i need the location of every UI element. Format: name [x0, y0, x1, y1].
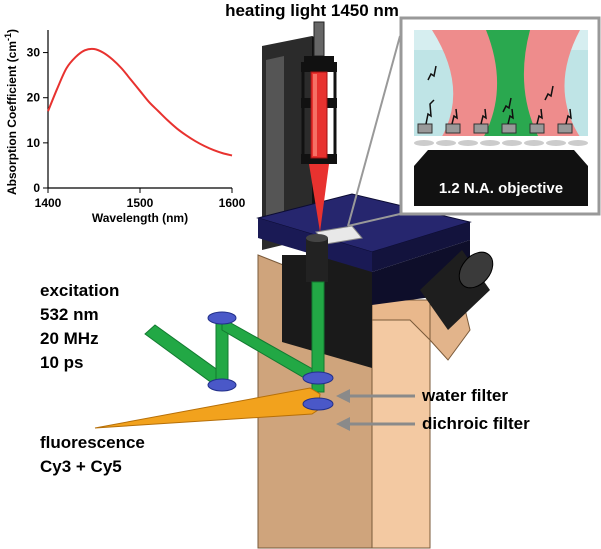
x-tick-label: 1500 — [127, 196, 154, 210]
excitation-title: excitation — [40, 281, 119, 300]
excitation-wavelength: 532 nm — [40, 305, 99, 324]
arrow-water-filter — [336, 389, 350, 403]
dichroic-filter-label: dichroic filter — [422, 414, 530, 433]
excitation-focus — [482, 30, 540, 140]
excitation-rate: 20 MHz — [40, 329, 99, 348]
fluorescence-dyes: Cy3 + Cy5 — [40, 457, 122, 476]
objective-barrel — [306, 238, 328, 282]
mirror — [207, 311, 237, 325]
camera-lens — [458, 251, 494, 289]
y-tick-label: 10 — [27, 136, 41, 150]
y-tick-label: 30 — [27, 46, 41, 60]
objective-top — [414, 150, 588, 166]
coverslip — [414, 136, 588, 144]
y-axis-label: Absorption Coefficient (cm-1) — [3, 29, 19, 195]
objective-box — [414, 166, 588, 206]
x-axis-label: Wavelength (nm) — [92, 211, 188, 225]
fluorescence-label: fluorescence Cy3 + Cy5 — [40, 433, 145, 476]
filter-arrows — [336, 389, 415, 431]
title-label: heating light 1450 nm — [225, 1, 399, 20]
x-tick-label: 1600 — [219, 196, 246, 210]
excitation-pulse: 10 ps — [40, 353, 83, 372]
heating-beam-focus — [309, 164, 329, 232]
x-tick-label: 1400 — [35, 196, 62, 210]
objective-label: 1.2 N.A. objective — [439, 180, 563, 197]
arrow-dichroic-filter — [336, 417, 350, 431]
inner-block — [282, 255, 372, 368]
y-tick-label: 0 — [33, 181, 40, 195]
series-line — [47, 47, 233, 157]
excitation-label: excitation 532 nm 20 MHz 10 ps — [40, 281, 119, 372]
excitation-beam-vertical — [311, 281, 325, 393]
fluorescence-title: fluorescence — [40, 433, 145, 452]
water-filter-element — [302, 371, 334, 385]
inset-zoom: 1.2 N.A. objective — [347, 16, 601, 227]
excitation-beam-input — [144, 324, 227, 387]
y-tick-label: 20 — [27, 91, 41, 105]
absorption-chart: 1400 1500 1600 0 10 20 30 Wavelength (nm) Abso… — [3, 29, 246, 225]
excitation-path — [144, 281, 325, 393]
fiber-connector — [313, 21, 325, 57]
water-filter-label: water filter — [421, 386, 508, 405]
mirror — [207, 378, 237, 392]
dichroic-filter-element — [302, 397, 334, 411]
molecule-array — [417, 65, 573, 134]
heating-laser — [301, 21, 337, 232]
